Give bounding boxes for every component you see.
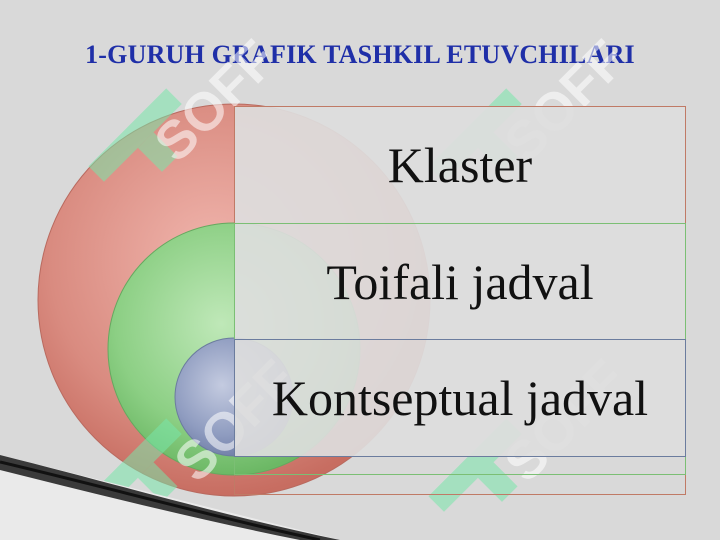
label-box-klaster: Klaster xyxy=(234,106,686,224)
label-klaster: Klaster xyxy=(387,137,533,193)
label-toifali-jadval: Toifali jadval xyxy=(326,253,594,310)
box-bottom-strip-green xyxy=(234,457,686,475)
label-box-kontseptual-jadval: Kontseptual jadval xyxy=(234,339,686,457)
label-kontseptual-jadval: Kontseptual jadval xyxy=(271,370,649,426)
label-box-toifali-jadval: Toifali jadval xyxy=(234,223,686,340)
box-bottom-strip-red xyxy=(234,475,686,495)
slide-title: 1-GURUH GRAFIK TASHKIL ETUVCHILARI xyxy=(85,40,635,69)
